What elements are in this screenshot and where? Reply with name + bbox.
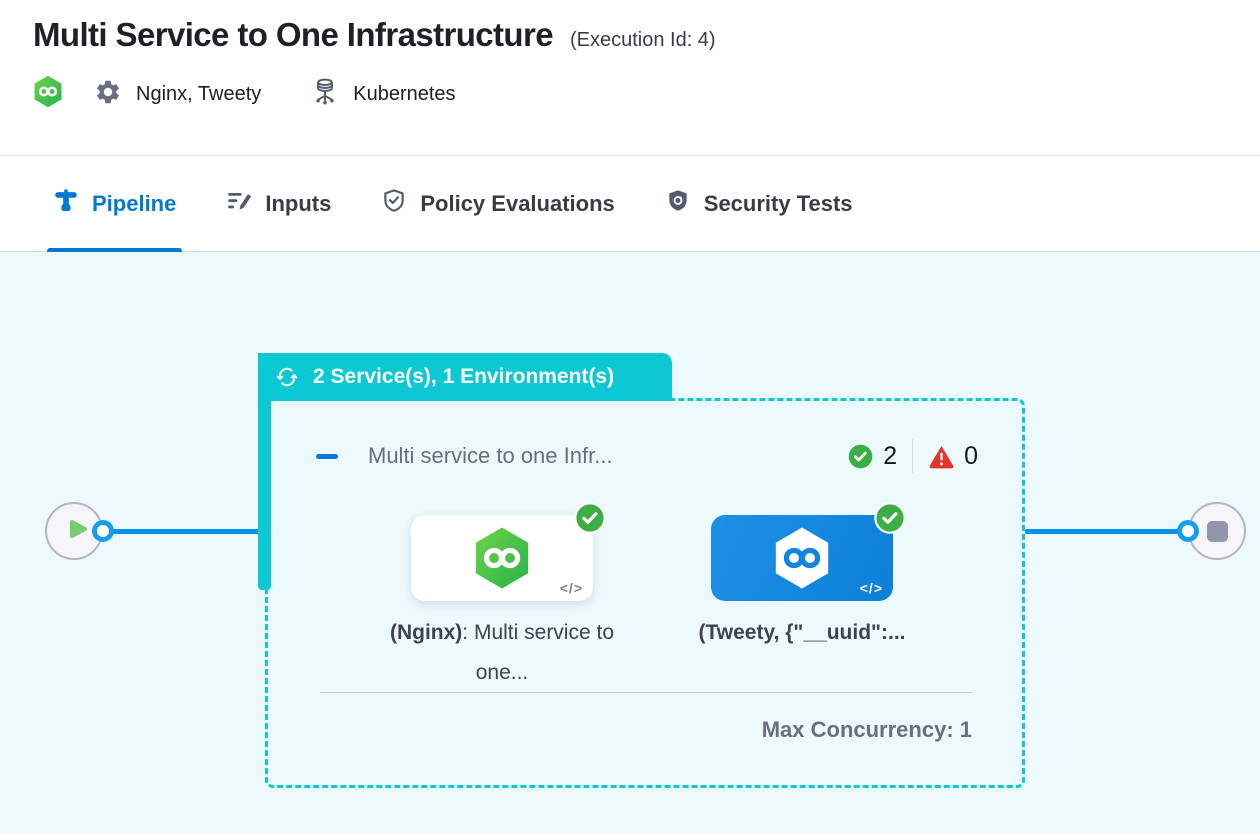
harness-logo-icon — [33, 75, 63, 113]
execution-header: Multi Service to One Infrastructure (Exe… — [0, 0, 1260, 155]
tab-label: Inputs — [265, 190, 332, 216]
tab-security-tests[interactable]: Security Tests — [665, 156, 853, 251]
inputs-icon — [226, 188, 252, 220]
code-icon: </> — [559, 580, 583, 596]
connector-port-end — [1177, 520, 1199, 542]
connector-port-start — [92, 520, 114, 542]
page-title: Multi Service to One Infrastructure — [33, 16, 554, 53]
play-icon — [64, 516, 90, 547]
tab-inputs[interactable]: Inputs — [226, 156, 331, 251]
stop-icon — [1206, 520, 1228, 542]
execution-tabbar: Pipeline Inputs Policy Evaluations — [0, 155, 1260, 252]
tab-label: Policy Evaluations — [420, 190, 615, 216]
infrastructure-label: Kubernetes — [353, 82, 456, 105]
service-label-tweety: (Tweety, {"__uuid":... — [698, 621, 906, 644]
stage-group-badge-label: 2 Service(s), 1 Environment(s) — [313, 365, 615, 388]
stage-status-counts: 2 0 — [847, 439, 978, 473]
code-icon: </> — [859, 580, 883, 596]
gear-icon — [94, 78, 122, 111]
title-row: Multi Service to One Infrastructure (Exe… — [33, 16, 1260, 54]
max-concurrency-label: Max Concurrency: 1 — [761, 717, 972, 742]
collapse-stage-button[interactable] — [316, 453, 338, 459]
tab-label: Pipeline — [92, 190, 177, 216]
tab-label: Security Tests — [703, 190, 853, 216]
shield-gear-icon — [665, 188, 691, 220]
stage-header: Multi service to one Infr... 2 — [316, 439, 978, 473]
loop-icon — [274, 364, 300, 390]
service-card-tweety[interactable]: </> — [711, 502, 906, 601]
connector-line-right — [1025, 529, 1188, 534]
warning-triangle-icon — [928, 443, 955, 470]
harness-service-icon — [475, 527, 529, 589]
status-divider — [912, 439, 914, 473]
service-card-nginx[interactable]: </> — [411, 502, 606, 601]
failed-count: 0 — [964, 441, 978, 470]
service-label-nginx: (Nginx): Multi service to one... — [389, 621, 615, 685]
success-count: 2 — [883, 441, 898, 470]
shield-check-icon — [381, 188, 407, 220]
stage-name[interactable]: Multi service to one Infr... — [368, 443, 613, 468]
connector-line-left — [103, 529, 265, 534]
execution-id: (Execution Id: 4) — [569, 29, 716, 51]
stage-divider — [320, 692, 972, 693]
pipeline-icon — [53, 188, 79, 220]
tab-policy-evaluations[interactable]: Policy Evaluations — [381, 156, 615, 251]
stage-selection-bar — [258, 353, 271, 590]
harness-service-icon — [775, 527, 829, 589]
check-circle-icon — [574, 502, 606, 534]
kubernetes-icon — [311, 77, 339, 112]
meta-row: Nginx, Tweety Kubernetes — [33, 75, 1260, 113]
pipeline-canvas: 2 Service(s), 1 Environment(s) Multi ser… — [0, 252, 1260, 833]
check-circle-icon — [874, 502, 906, 534]
stage-group-box[interactable]: Multi service to one Infr... 2 — [265, 398, 1025, 788]
tab-pipeline[interactable]: Pipeline — [46, 156, 183, 252]
services-label: Nginx, Tweety — [136, 82, 262, 105]
check-circle-icon — [847, 443, 874, 470]
stage-group-badge[interactable]: 2 Service(s), 1 Environment(s) — [258, 353, 672, 401]
